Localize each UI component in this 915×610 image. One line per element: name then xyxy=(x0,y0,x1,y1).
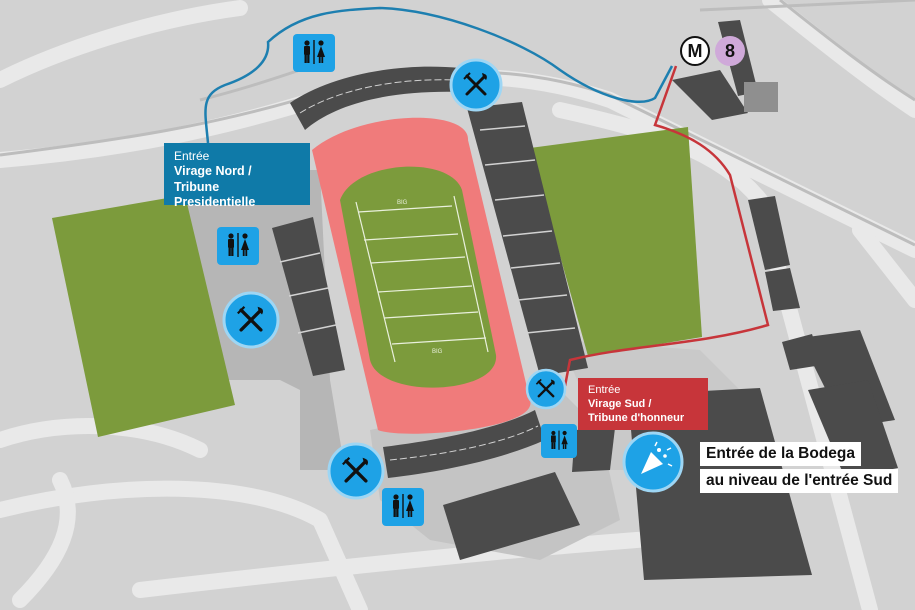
bodega-label-line2: au niveau de l'entrée Sud xyxy=(700,469,899,493)
entrance-north-caption: Entrée xyxy=(174,149,210,163)
entrance-north-line1: Virage Nord / xyxy=(174,164,252,178)
entrance-south-line2: Tribune d'honneur xyxy=(588,411,685,424)
metro-symbol[interactable]: M xyxy=(680,36,710,66)
restaurant-icon[interactable] xyxy=(327,442,385,500)
restroom-icon[interactable] xyxy=(217,227,259,265)
field-marking-top: BIG xyxy=(397,200,408,206)
grandstand-east xyxy=(467,102,588,376)
grandstand-west xyxy=(272,217,345,376)
field-marking-bottom: BIG xyxy=(432,349,443,355)
pitch-west xyxy=(52,195,235,437)
field-lines xyxy=(355,195,489,363)
entrance-south-line1: Virage Sud / xyxy=(588,397,652,410)
restroom-icon[interactable] xyxy=(541,424,577,458)
entrance-south-caption: Entrée xyxy=(588,384,621,396)
entrance-south-label[interactable]: Entrée Virage Sud / Tribune d'honneur xyxy=(578,378,708,430)
entrance-north-line2: Tribune Presidentielle xyxy=(174,179,256,210)
bodega-label-line1: Entrée de la Bodega xyxy=(700,442,862,466)
entrance-north-label[interactable]: Entrée Virage Nord / Tribune Presidentie… xyxy=(164,143,310,209)
party-popper-icon[interactable] xyxy=(622,431,684,493)
grandstand-south xyxy=(383,410,545,478)
route-north xyxy=(204,6,674,144)
restroom-icon[interactable] xyxy=(382,488,424,526)
metro-line-badge[interactable]: 8 xyxy=(715,36,745,66)
pitch-east xyxy=(530,127,702,356)
main-field xyxy=(340,166,497,388)
restaurant-icon[interactable] xyxy=(222,291,280,349)
route-south xyxy=(563,65,770,387)
restaurant-icon[interactable] xyxy=(449,58,503,112)
restaurant-icon[interactable] xyxy=(525,368,567,410)
restroom-icon[interactable] xyxy=(293,34,335,72)
grandstand-north xyxy=(290,66,462,130)
